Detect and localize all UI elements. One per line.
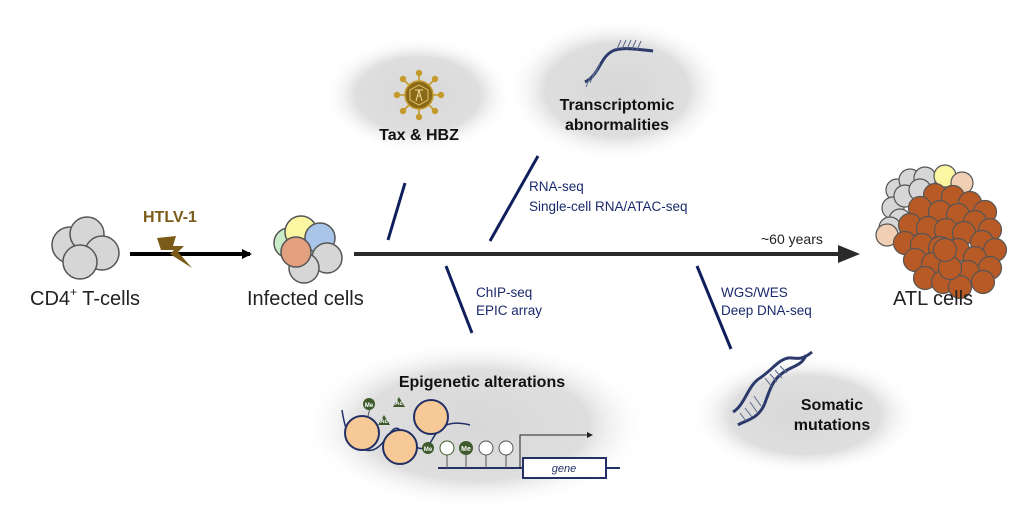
svg-text:gene: gene: [552, 463, 576, 475]
genomic-connector: [695, 265, 733, 350]
transcriptomic-bubble: [507, 18, 727, 162]
method-deep-dna-seq: Deep DNA-seq: [721, 303, 812, 318]
timeline-arrowhead: [838, 245, 860, 263]
rna-strand-icon: [584, 39, 654, 88]
timeline-duration-label: ~60 years: [761, 231, 823, 247]
transcriptomic-connector: [488, 155, 540, 242]
cpg-unmethylated: [478, 440, 494, 456]
cpg-methylated: [459, 441, 473, 455]
methyl-mark: [422, 442, 434, 454]
virus-icon: [393, 69, 445, 121]
epigenetic-label: Epigenetic alterations: [399, 374, 565, 391]
epigenetic-connector: [444, 265, 474, 334]
svg-text:Me: Me: [424, 447, 433, 453]
gene-box: [522, 457, 607, 479]
atl-cell: [932, 237, 958, 263]
cd4-t-cells-label: CD4+ T-cells: [30, 285, 140, 310]
atl-cells-cluster: [875, 164, 1008, 300]
tax-hbz-connector: [386, 182, 407, 241]
acetyl-mark: [393, 397, 405, 407]
transcriptomic-label-line1: Transcriptomic: [560, 97, 675, 114]
acetyl-mark: [378, 415, 390, 425]
somatic-label-line1: Somatic: [801, 397, 863, 414]
lightning-icon: [157, 236, 192, 268]
cpg-unmethylated: [439, 440, 455, 456]
svg-text:Me: Me: [365, 403, 374, 409]
svg-text:Ac: Ac: [380, 419, 388, 425]
atl-cell: [947, 274, 973, 300]
chromatin-icon: Me Ac Ac Me Me gene: [341, 397, 620, 479]
cpg-unmethylated: [498, 440, 514, 456]
atl-cells-label: ATL cells: [893, 288, 973, 310]
infected-cells-label: Infected cells: [247, 288, 364, 310]
dna-double-helix-icon: [732, 350, 813, 427]
transcriptomic-label-line2: abnormalities: [565, 117, 669, 134]
htlv1-label: HTLV-1: [143, 209, 197, 226]
nucleosome: [382, 429, 418, 465]
method-chip-seq: ChIP-seq: [476, 285, 532, 300]
somatic-bubble: [690, 355, 920, 475]
tax-hbz-label: Tax & HBZ: [379, 127, 459, 144]
infected-cells-cluster: [273, 215, 343, 284]
somatic-label-line2: mutations: [794, 417, 871, 434]
nucleosome: [344, 415, 380, 451]
method-single-cell: Single-cell RNA/ATAC-seq: [529, 199, 688, 214]
method-rna-seq: RNA-seq: [529, 179, 584, 194]
method-epic-array: EPIC array: [476, 303, 542, 318]
svg-text:Me: Me: [461, 446, 471, 453]
methyl-mark: [363, 398, 375, 410]
cd4-t-cells-cluster: [51, 216, 120, 280]
svg-text:Ac: Ac: [395, 401, 403, 407]
atl-cell: [970, 269, 996, 295]
method-wgs-wes: WGS/WES: [721, 285, 788, 300]
nucleosome: [413, 399, 449, 435]
